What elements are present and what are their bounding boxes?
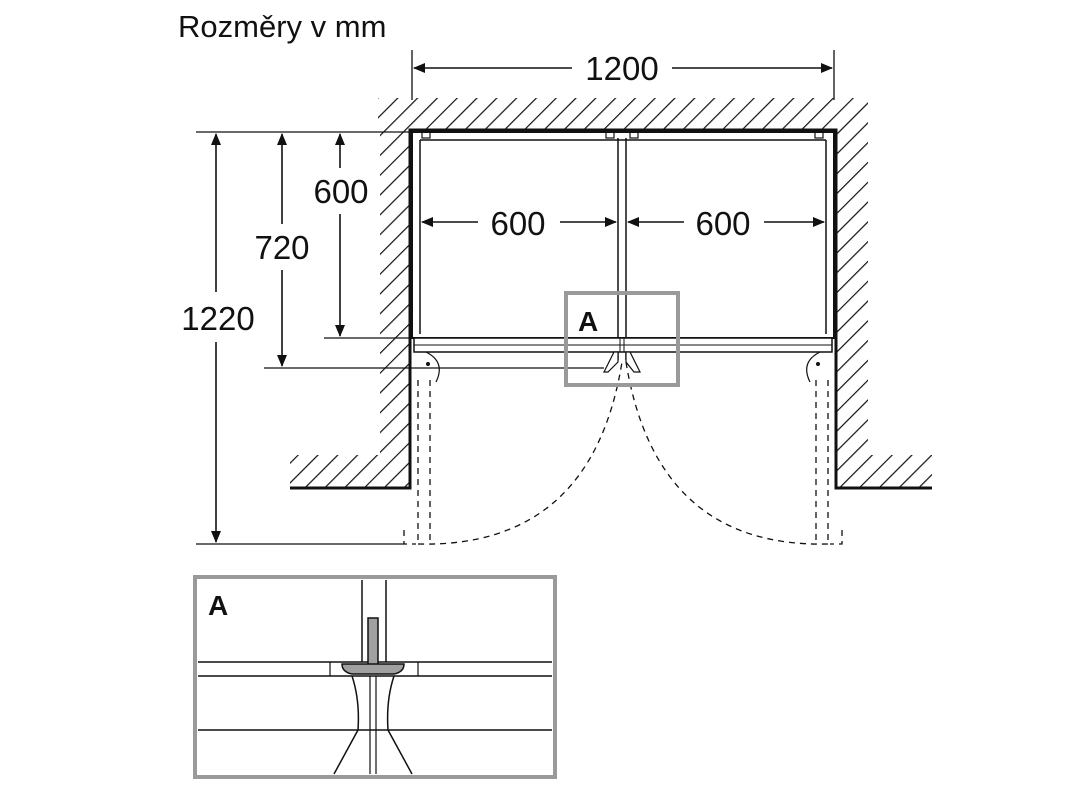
hinge-pin [367, 617, 379, 667]
total-width-label: 1200 [585, 50, 658, 87]
depth-doors-label: 720 [254, 229, 309, 266]
dimension-depth-open: 1220 [181, 133, 255, 543]
right-hinge [806, 351, 821, 383]
detail-inset-frame [193, 575, 557, 779]
detail-marker-label: A [578, 306, 598, 337]
right-door-arc [625, 361, 829, 545]
hinge-plate [341, 663, 405, 675]
right-floor-hatching [868, 455, 932, 488]
left-wall-hatching [380, 130, 410, 488]
depth-open-label: 1220 [181, 300, 254, 337]
dimension-total-width: 1200 [411, 50, 835, 100]
niche-walls [290, 98, 932, 490]
depth-cabinet-label: 600 [313, 173, 368, 210]
right-wall-hatching [836, 98, 868, 488]
door-swing-paths [403, 361, 843, 545]
top-wall-hatching [378, 98, 836, 130]
left-hinge [425, 351, 440, 383]
detail-inset: A [193, 575, 557, 779]
dimension-depth-doors: 720 [254, 133, 310, 367]
refrigerator-body [411, 131, 835, 383]
left-width-label: 600 [490, 205, 545, 242]
cabinet-outline [411, 131, 835, 339]
dimension-right-width: 600 [627, 205, 825, 242]
niche-outline [290, 128, 932, 490]
detail-inset-label: A [208, 590, 228, 621]
dimension-left-width: 600 [421, 205, 617, 242]
dimension-depth-cabinet: 600 [313, 133, 369, 337]
left-door-arc [417, 361, 623, 545]
left-floor-hatching [290, 455, 380, 488]
right-width-label: 600 [695, 205, 750, 242]
detail-marker: A [564, 291, 680, 387]
detail-marker-frame [564, 291, 680, 387]
diagram-title: Rozměry v mm [178, 9, 386, 44]
